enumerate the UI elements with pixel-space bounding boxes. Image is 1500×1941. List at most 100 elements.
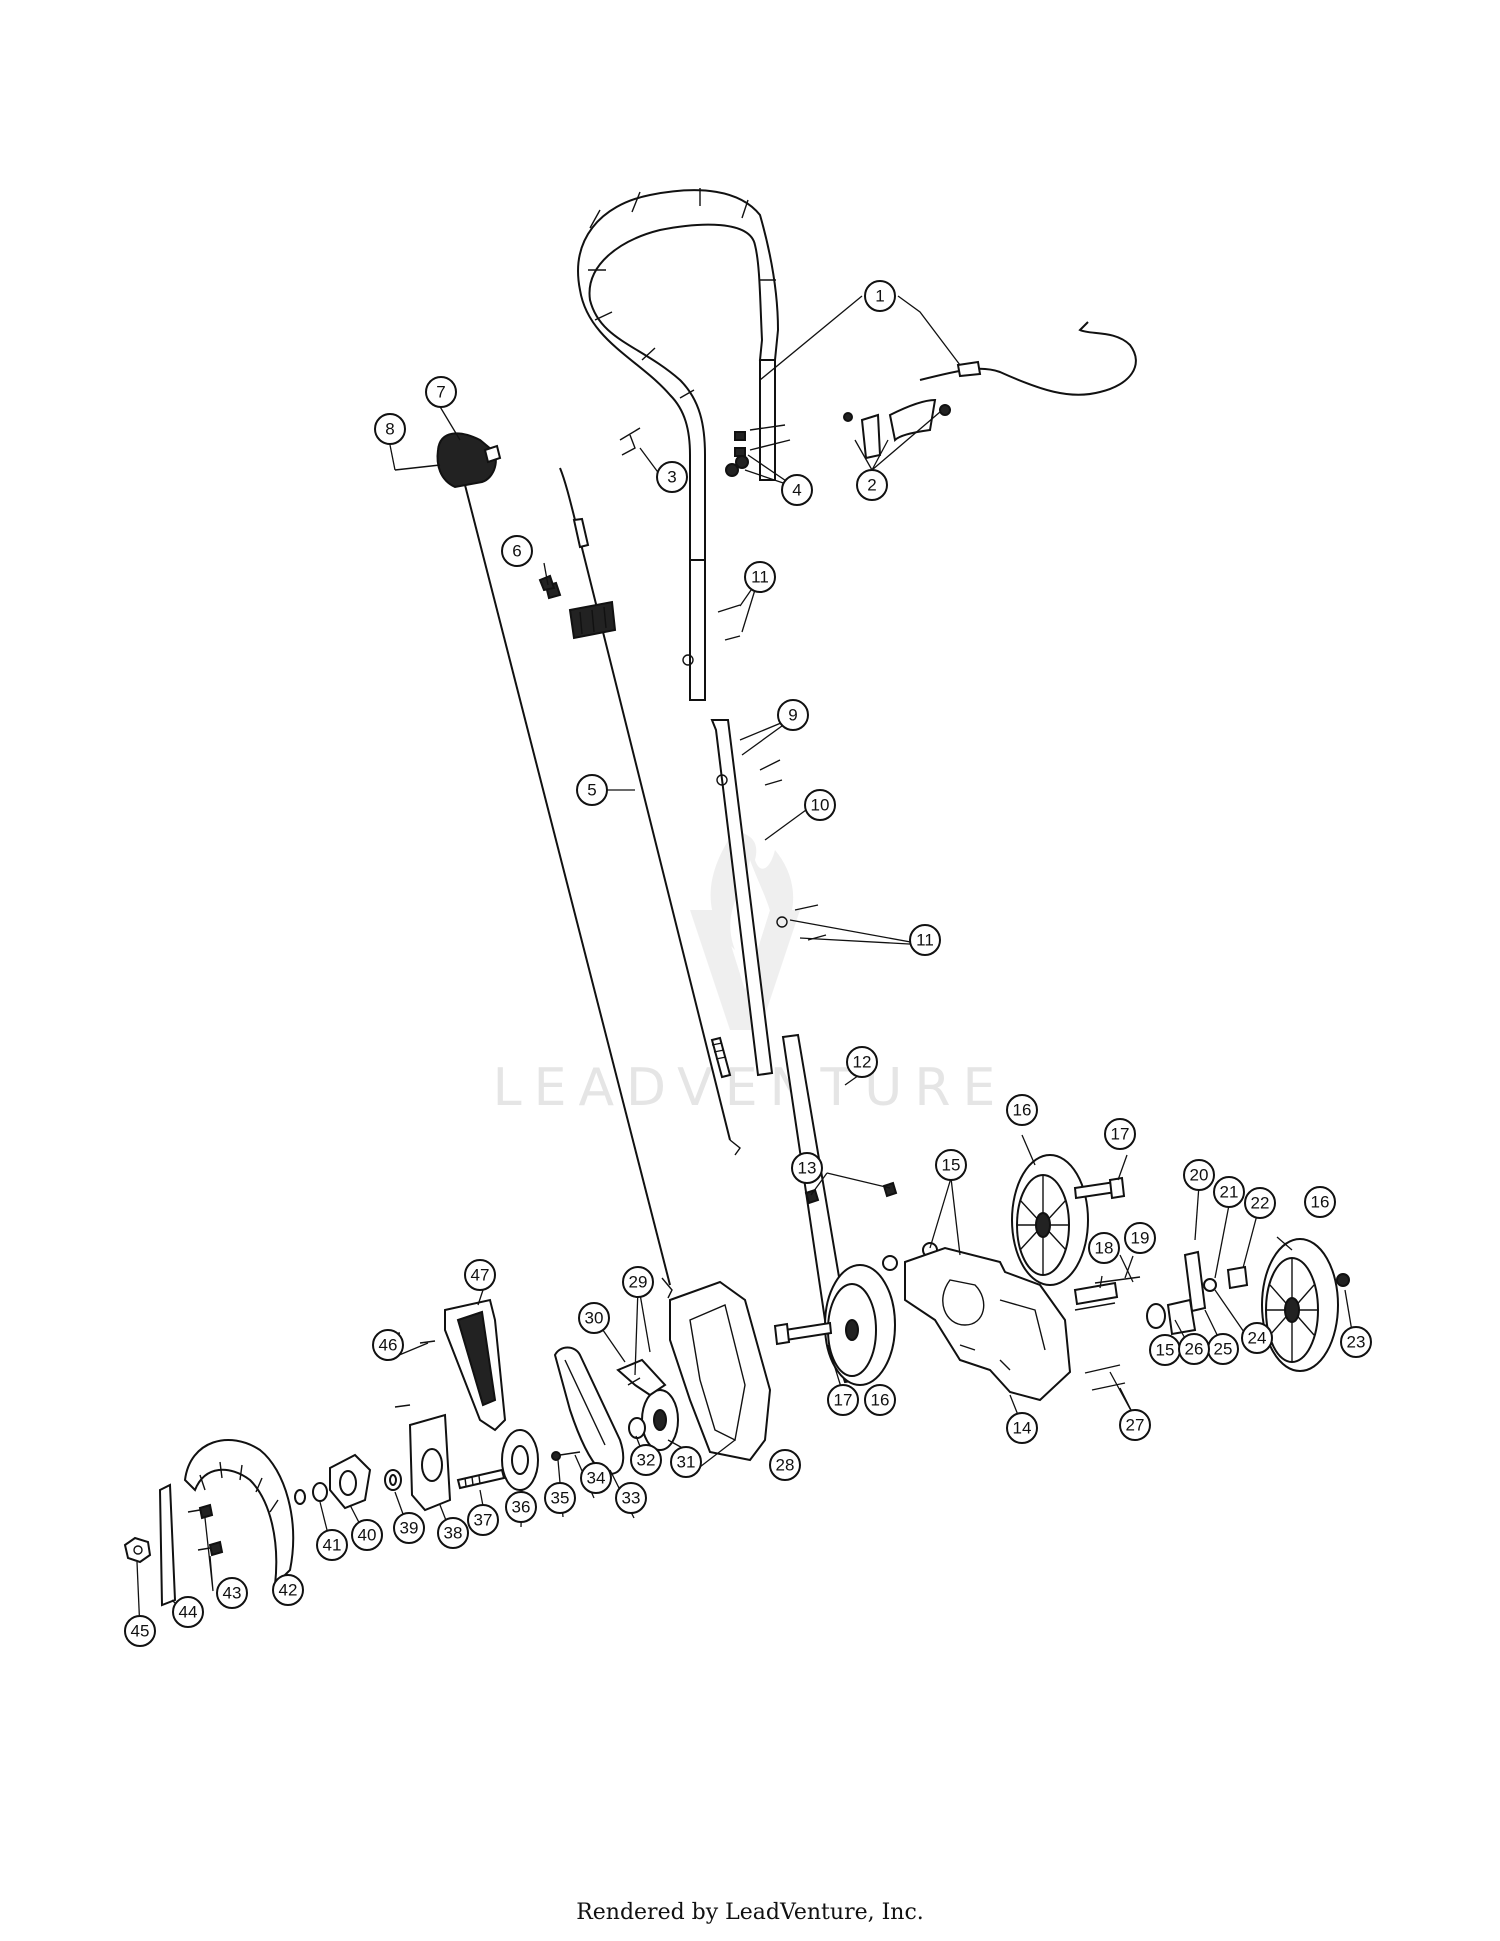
- footer-credit: Rendered by LeadVenture, Inc.: [576, 1900, 924, 1925]
- watermark-v-icon: [690, 910, 800, 1030]
- callout-36: 36: [505, 1491, 537, 1523]
- callout-47: 47: [464, 1259, 496, 1291]
- svg-text:39: 39: [400, 1519, 419, 1538]
- svg-text:9: 9: [788, 706, 797, 725]
- callout-22: 22: [1244, 1187, 1276, 1219]
- wheel-right: [1261, 1238, 1339, 1372]
- svg-text:19: 19: [1131, 1229, 1150, 1248]
- callout-39: 39: [393, 1512, 425, 1544]
- svg-text:10: 10: [811, 796, 830, 815]
- svg-text:33: 33: [622, 1489, 641, 1508]
- callout-8: 8: [374, 413, 406, 445]
- callout-20: 20: [1183, 1159, 1215, 1191]
- callout-16-lower: 16: [864, 1384, 896, 1416]
- svg-text:15: 15: [1156, 1341, 1175, 1360]
- callout-44: 44: [172, 1596, 204, 1628]
- callout-46: 46: [372, 1329, 404, 1361]
- svg-text:11: 11: [751, 568, 769, 587]
- callout-18: 18: [1088, 1232, 1120, 1264]
- svg-text:47: 47: [471, 1266, 490, 1285]
- callout-33: 33: [615, 1482, 647, 1514]
- callout-26: 26: [1178, 1333, 1210, 1365]
- callout-23: 23: [1340, 1326, 1372, 1358]
- callout-17-lower: 17: [827, 1384, 859, 1416]
- callout-25: 25: [1207, 1333, 1239, 1365]
- svg-text:20: 20: [1190, 1166, 1209, 1185]
- callout-37: 37: [467, 1504, 499, 1536]
- callout-21: 21: [1213, 1176, 1245, 1208]
- callout-15-lower: 15: [1149, 1334, 1181, 1366]
- callout-31: 31: [670, 1446, 702, 1478]
- edger-blade: [158, 1483, 177, 1607]
- callout-30: 30: [578, 1302, 610, 1334]
- svg-text:27: 27: [1126, 1416, 1145, 1435]
- svg-text:25: 25: [1214, 1340, 1233, 1359]
- callout-34: 34: [580, 1462, 612, 1494]
- svg-text:1: 1: [875, 287, 884, 306]
- svg-text:41: 41: [323, 1536, 342, 1555]
- svg-text:38: 38: [444, 1524, 463, 1543]
- callout-16-upper: 16: [1006, 1094, 1038, 1126]
- callout-5: 5: [576, 774, 608, 806]
- svg-text:16: 16: [1013, 1101, 1032, 1120]
- watermark: LEADVENTURE: [493, 830, 1008, 1118]
- svg-text:26: 26: [1185, 1340, 1204, 1359]
- callout-4: 4: [781, 474, 813, 506]
- lower-handle-tube: [710, 719, 774, 1077]
- svg-text:11: 11: [916, 931, 934, 950]
- svg-text:13: 13: [798, 1159, 817, 1178]
- svg-text:37: 37: [474, 1511, 493, 1530]
- callout-19: 19: [1124, 1222, 1156, 1254]
- handle-hardware: [394, 398, 951, 1271]
- svg-text:12: 12: [853, 1053, 872, 1072]
- watermark-text: LEADVENTURE: [493, 1058, 1008, 1118]
- callout-15-upper: 15: [935, 1149, 967, 1181]
- svg-text:14: 14: [1013, 1419, 1032, 1438]
- callout-9: 9: [777, 699, 809, 731]
- callout-17-upper: 17: [1104, 1118, 1136, 1150]
- svg-text:45: 45: [131, 1622, 150, 1641]
- svg-text:8: 8: [385, 420, 394, 439]
- callout-1: 1: [864, 280, 896, 312]
- svg-text:32: 32: [637, 1451, 656, 1470]
- svg-text:29: 29: [629, 1273, 648, 1292]
- svg-text:42: 42: [279, 1581, 298, 1600]
- belt-cover: [669, 1280, 772, 1462]
- callout-42: 42: [272, 1574, 304, 1606]
- callout-11-lower: 11: [909, 924, 941, 956]
- blade-shaft: [456, 1468, 506, 1490]
- callout-28: 28: [769, 1449, 801, 1481]
- blade-guard: [183, 1439, 295, 1588]
- svg-text:22: 22: [1251, 1194, 1270, 1213]
- upper-handle: [577, 188, 780, 701]
- callout-11-upper: 11: [744, 561, 776, 593]
- svg-text:23: 23: [1347, 1333, 1366, 1352]
- svg-text:30: 30: [585, 1309, 604, 1328]
- throttle-rod: [464, 484, 671, 1286]
- svg-text:3: 3: [667, 468, 676, 487]
- svg-text:24: 24: [1248, 1329, 1267, 1348]
- callout-14: 14: [1006, 1412, 1038, 1444]
- callout-38: 38: [437, 1517, 469, 1549]
- callout-7: 7: [425, 376, 457, 408]
- svg-text:7: 7: [436, 383, 445, 402]
- svg-text:43: 43: [223, 1584, 242, 1603]
- callout-35: 35: [544, 1482, 576, 1514]
- callout-43: 43: [216, 1577, 248, 1609]
- throttle-lever: [436, 432, 497, 489]
- callout-12: 12: [846, 1046, 878, 1078]
- svg-text:28: 28: [776, 1456, 795, 1475]
- callout-40: 40: [351, 1519, 383, 1551]
- callout-10: 10: [804, 789, 836, 821]
- svg-text:18: 18: [1095, 1239, 1114, 1258]
- svg-text:2: 2: [867, 476, 876, 495]
- svg-text:34: 34: [587, 1469, 606, 1488]
- callout-2: 2: [856, 469, 888, 501]
- svg-text:46: 46: [379, 1336, 398, 1355]
- callout-41: 41: [316, 1529, 348, 1561]
- svg-text:40: 40: [358, 1526, 377, 1545]
- svg-text:21: 21: [1220, 1183, 1239, 1202]
- svg-text:36: 36: [512, 1498, 531, 1517]
- callout-32: 32: [630, 1444, 662, 1476]
